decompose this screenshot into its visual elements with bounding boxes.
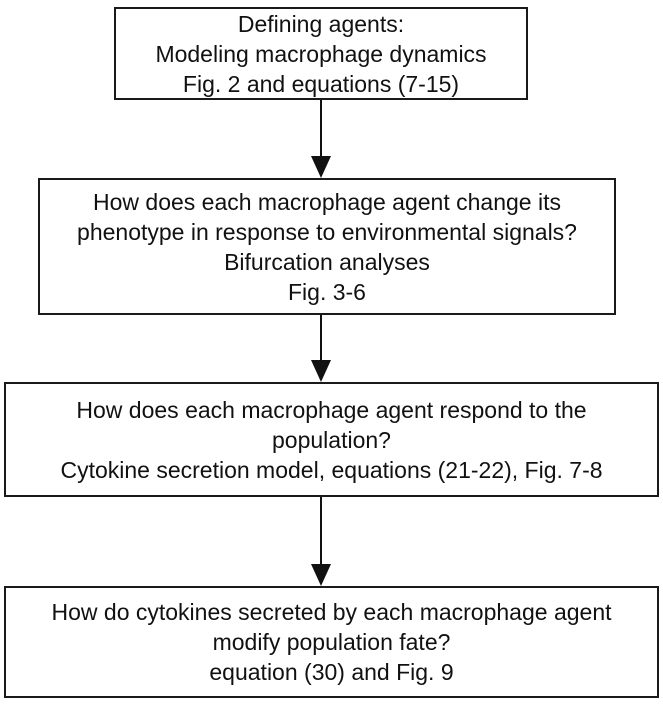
box-text-line: phenotype in response to environmental s… <box>77 218 577 245</box>
box-text-line: How does each macrophage agent change it… <box>93 188 561 215</box>
flow-box-defining-agents: Defining agents: Modeling macrophage dyn… <box>114 7 528 100</box>
box-text-line: modify population fate? <box>212 629 451 655</box>
box-text-line: Fig. 2 and equations (7-15) <box>182 70 460 97</box>
box-text-line: Bifurcation analyses <box>224 248 430 275</box>
down-arrow-icon <box>311 497 331 586</box>
box-text-line: equation (30) and Fig. 9 <box>209 659 454 685</box>
down-arrow-icon <box>311 315 331 382</box>
box-text-line: Defining agents: <box>237 10 405 37</box>
box-text-line: How do cytokines secreted by each macrop… <box>51 599 612 625</box>
box-text-line: Cytokine secretion model, equations (21-… <box>60 456 603 483</box>
box-text-line: Modeling macrophage dynamics <box>155 40 487 67</box>
flow-box-phenotype-change: How does each macrophage agent change it… <box>38 178 616 315</box>
down-arrow-icon <box>311 100 331 178</box>
box-text-line: Fig. 3-6 <box>288 278 366 305</box>
flow-box-population-response: How does each macrophage agent respond t… <box>4 382 659 497</box>
flow-box-population-fate: How do cytokines secreted by each macrop… <box>4 586 659 698</box>
box-text-line: How does each macrophage agent respond t… <box>76 396 587 423</box>
box-text-line: population? <box>272 426 391 453</box>
